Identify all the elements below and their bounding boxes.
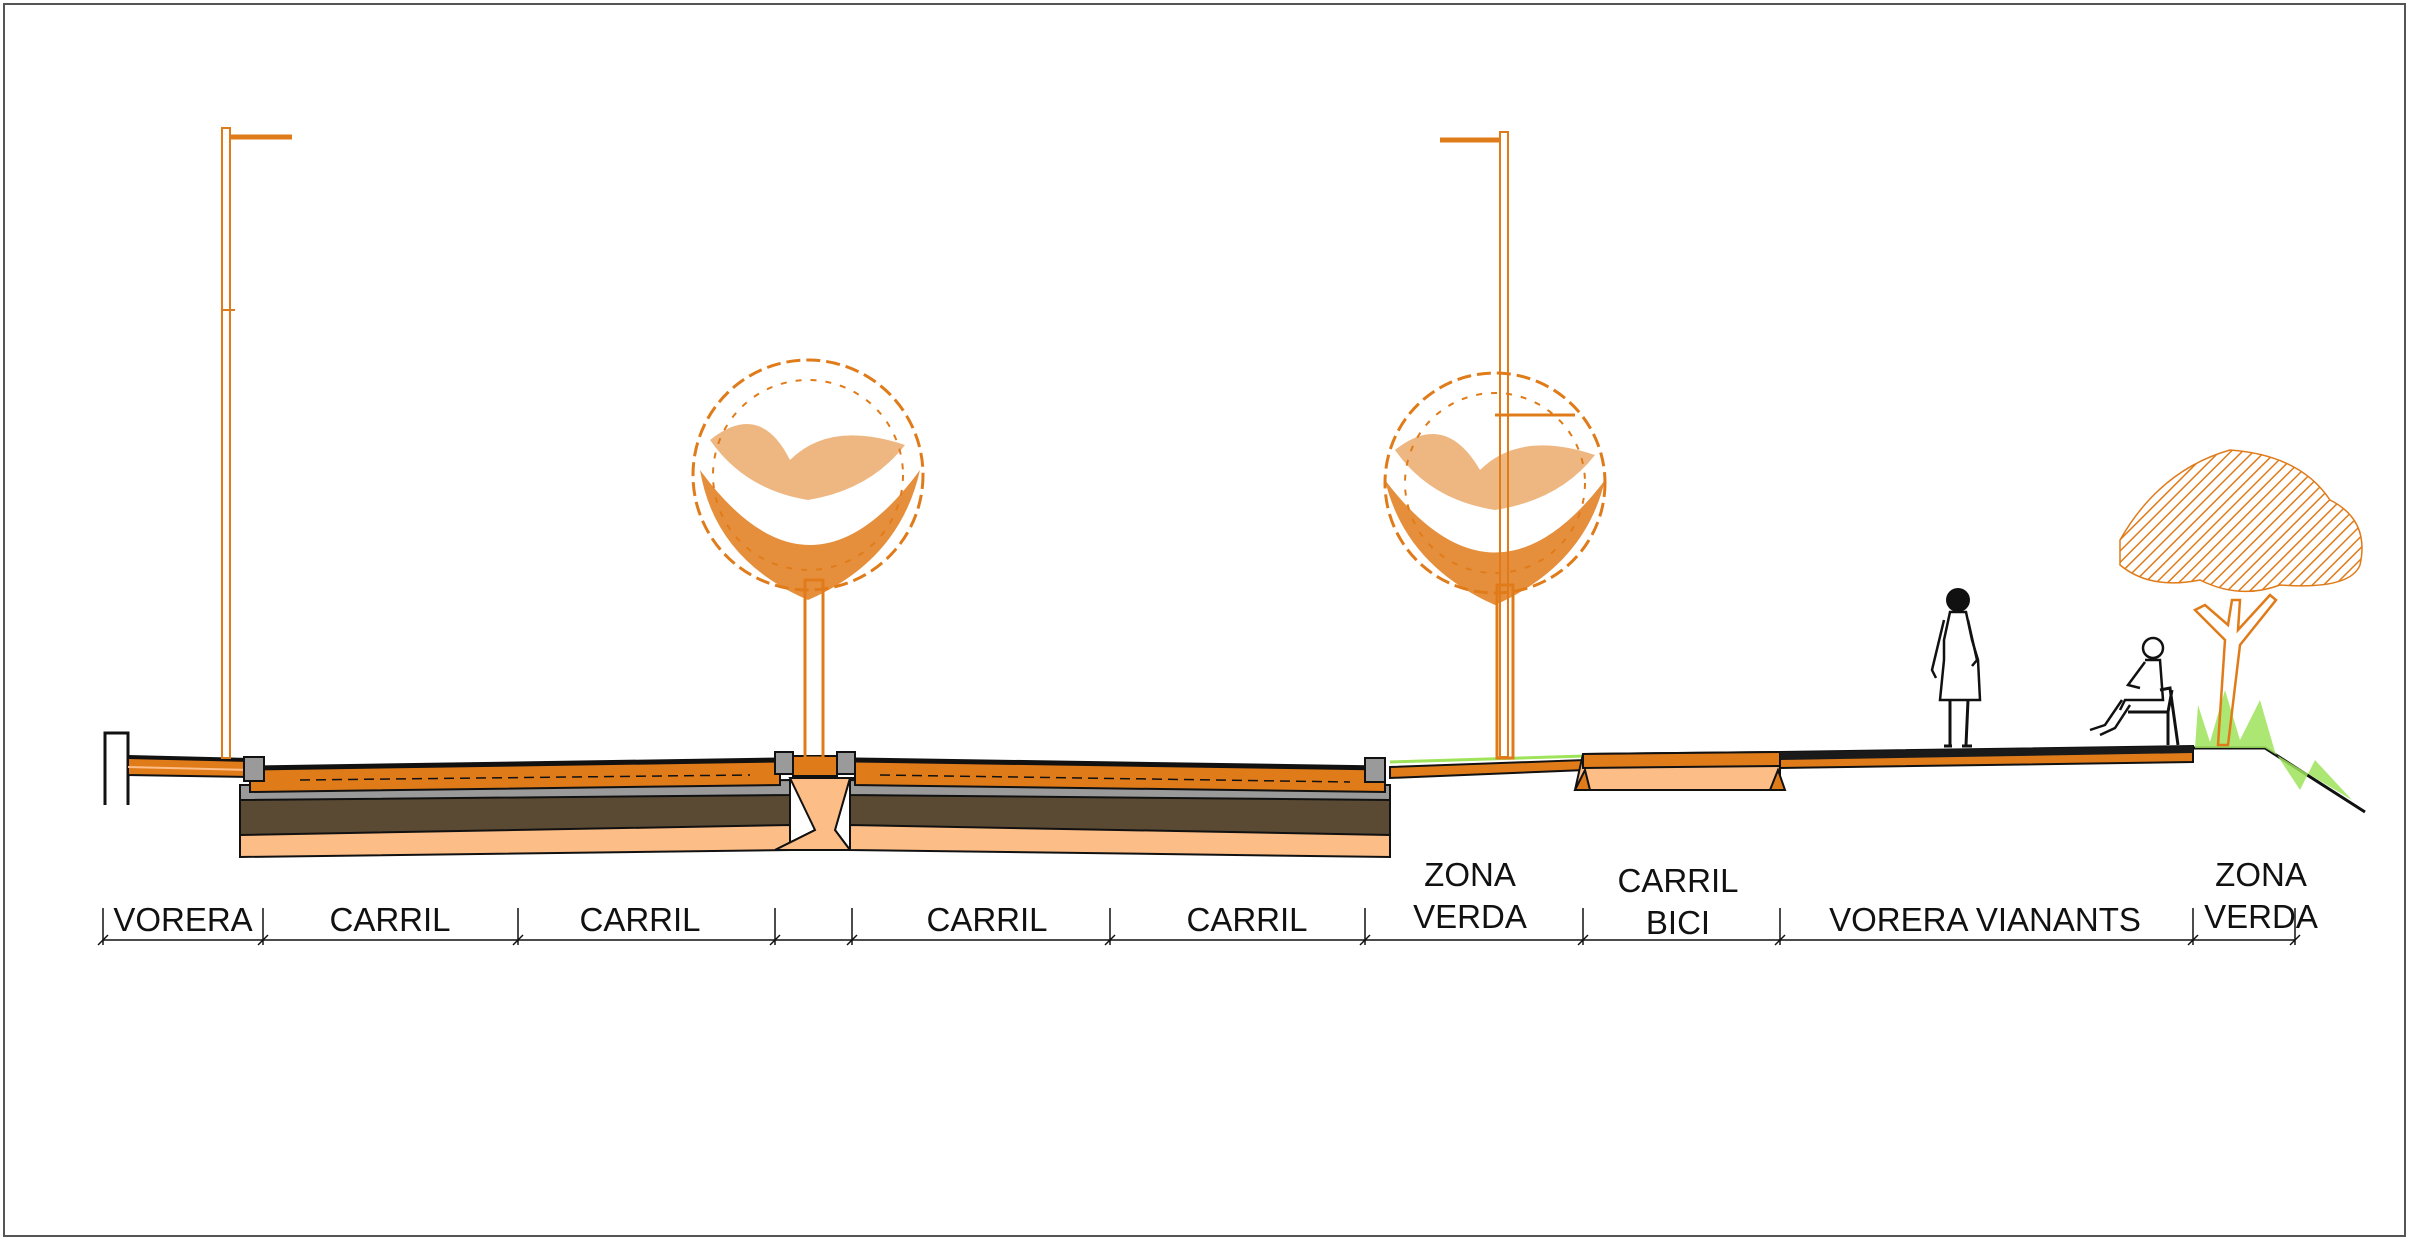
zone-label-carril-3: CARRIL xyxy=(926,901,1047,938)
tree-green-strip-icon xyxy=(1383,371,1607,760)
zone-label-carril-1: CARRIL xyxy=(329,901,450,938)
streetlight-right-icon xyxy=(1440,131,1575,758)
zone-label-carril-2: CARRIL xyxy=(579,901,700,938)
zone-label-carril-4: CARRIL xyxy=(1186,901,1307,938)
building-facade xyxy=(103,731,130,805)
pedestrian-promenade xyxy=(1779,744,2194,770)
tree-park-icon xyxy=(2119,449,2363,747)
road-structure-right xyxy=(849,757,1391,859)
median-strip xyxy=(774,751,860,851)
zone-label-vorera: VORERA xyxy=(113,901,252,938)
dimension-line xyxy=(97,908,2301,946)
tree-median-icon xyxy=(691,358,925,760)
bike-lane xyxy=(1573,750,1787,791)
streetlight-left-icon xyxy=(221,127,292,759)
zone-label-vorera-vianants: VORERA VIANANTS xyxy=(1829,901,2141,938)
park-slope xyxy=(2193,690,2366,814)
drawing-frame xyxy=(3,3,2406,1237)
person-sitting-on-bench-icon xyxy=(2089,636,2180,746)
pedestrian-standing-icon xyxy=(1930,588,1982,748)
green-zone-strip xyxy=(1389,754,1586,780)
sidewalk-left xyxy=(127,755,251,779)
road-structure-left xyxy=(239,756,791,859)
